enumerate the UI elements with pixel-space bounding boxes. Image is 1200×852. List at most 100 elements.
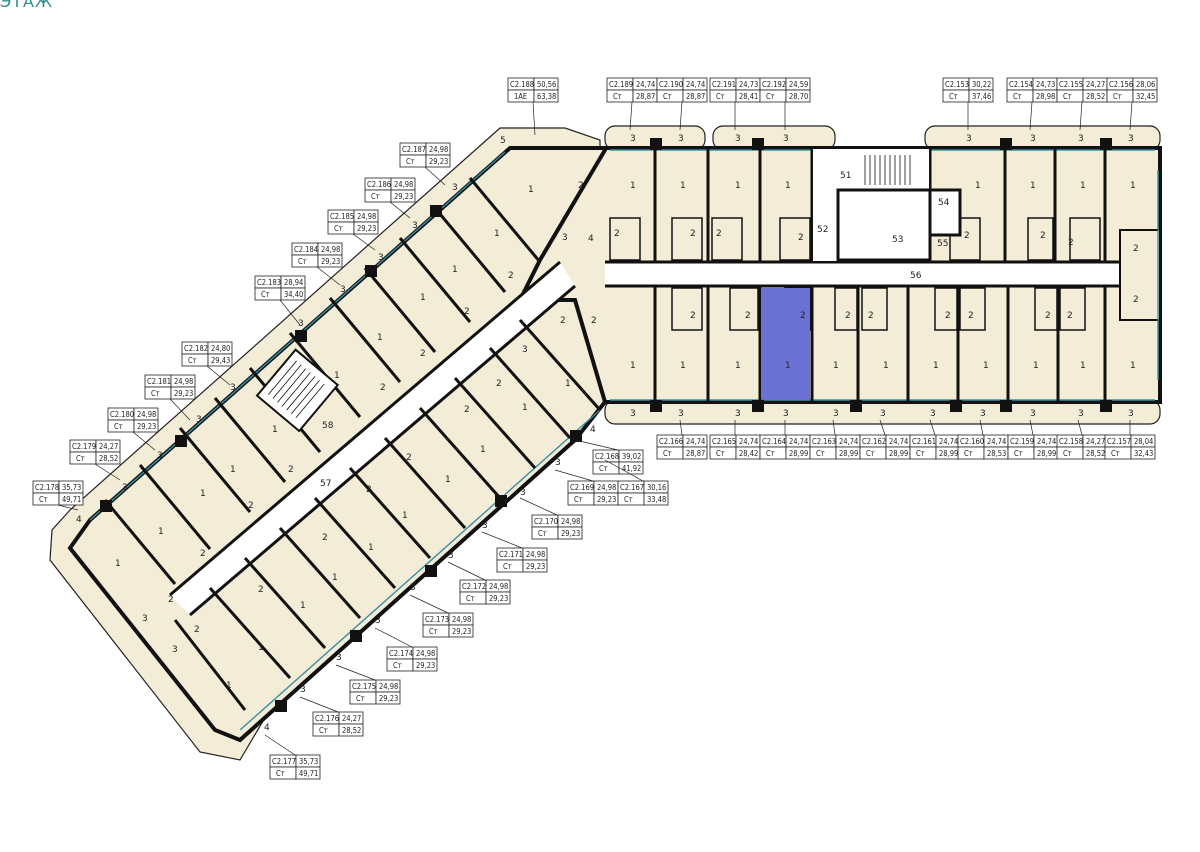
svg-text:3: 3 — [783, 409, 789, 419]
highlighted-unit[interactable] — [762, 288, 810, 400]
label-type: Ст — [39, 495, 48, 504]
svg-text:2: 2 — [591, 316, 597, 326]
svg-text:3: 3 — [230, 383, 236, 393]
svg-text:2: 2 — [845, 311, 851, 321]
label-id: С2.175 — [352, 682, 376, 691]
svg-text:3: 3 — [555, 458, 561, 468]
leader-line — [1029, 419, 1034, 436]
label-area: 35,73 — [299, 757, 318, 766]
label-id: С2.184 — [294, 245, 318, 254]
svg-text:3: 3 — [340, 285, 346, 295]
label-area: 30,22 — [972, 80, 991, 89]
leader-line — [1077, 419, 1083, 436]
label-id: С2.165 — [712, 437, 736, 446]
svg-text:2: 2 — [420, 349, 426, 359]
label-type: Ст — [766, 92, 775, 101]
label-id: С2.191 — [712, 80, 736, 89]
svg-text:3: 3 — [196, 415, 202, 425]
svg-text:1: 1 — [300, 601, 306, 611]
label-total: 29,23 — [416, 661, 435, 670]
corridor-57 — [170, 262, 575, 615]
svg-text:1: 1 — [528, 185, 534, 195]
label-id: С2.188 — [510, 80, 534, 89]
label-area: 24,74 — [839, 437, 858, 446]
svg-text:2: 2 — [945, 311, 951, 321]
label-area: 50,56 — [537, 80, 556, 89]
label-id: С2.163 — [812, 437, 836, 446]
svg-text:2: 2 — [168, 595, 174, 605]
svg-text:1: 1 — [565, 379, 571, 389]
svg-text:2: 2 — [1067, 311, 1073, 321]
label-type: Ст — [1113, 92, 1122, 101]
svg-text:1: 1 — [334, 371, 340, 381]
label-area: 28,94 — [284, 278, 303, 287]
label-id: С2.156 — [1109, 80, 1133, 89]
svg-text:1: 1 — [1033, 361, 1039, 371]
leader-line — [389, 201, 411, 219]
label-id: С2.180 — [110, 410, 134, 419]
svg-text:2: 2 — [380, 383, 386, 393]
svg-text:3: 3 — [678, 134, 684, 144]
svg-text:3: 3 — [678, 409, 684, 419]
label-area: 24,98 — [452, 615, 471, 624]
svg-text:2: 2 — [406, 453, 412, 463]
label-type: Ст — [276, 769, 285, 778]
svg-text:1: 1 — [1030, 181, 1036, 191]
label-total: 49,71 — [299, 769, 318, 778]
label-total: 49,71 — [62, 495, 81, 504]
label-type: Ст — [613, 92, 622, 101]
label-type: Ст — [356, 694, 365, 703]
label-total: 33,48 — [647, 495, 666, 504]
label-id: С2.164 — [762, 437, 786, 446]
svg-text:3: 3 — [783, 134, 789, 144]
svg-text:2: 2 — [968, 311, 974, 321]
label-area: 24,73 — [1036, 80, 1055, 89]
svg-text:3: 3 — [520, 488, 526, 498]
label-id: С2.176 — [315, 714, 339, 723]
svg-text:3: 3 — [157, 451, 163, 461]
page-heading: ЭТАЖ — [0, 0, 54, 11]
label-area: 24,59 — [789, 80, 808, 89]
label-area: 24,98 — [137, 410, 156, 419]
